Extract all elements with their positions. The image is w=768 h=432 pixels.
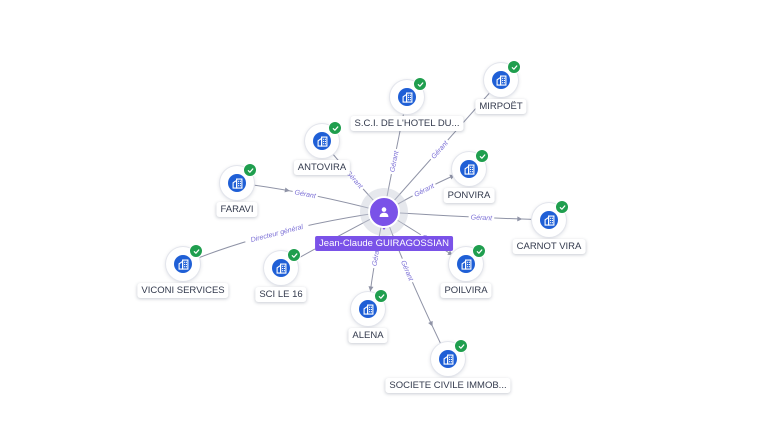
verified-badge (243, 163, 257, 177)
company-icon-bg (540, 211, 558, 229)
building-icon (363, 304, 373, 315)
edge-label-bg (427, 137, 451, 162)
company-label[interactable]: POILVIRA (440, 283, 492, 298)
edge-line-carnot-vira (383, 211, 550, 221)
company-icon-bg (359, 300, 377, 318)
edge-label-group-sci-hotel: Gérant (387, 148, 401, 175)
building-icon (461, 259, 471, 270)
edge-arrow-alena (368, 286, 374, 292)
check-icon (247, 167, 253, 173)
edge-label-group-carnot-vira: Gérant (468, 212, 495, 222)
verified-badge (475, 149, 489, 163)
edge-label: Gérant (389, 149, 400, 172)
building-icon (496, 75, 506, 86)
company-icon-bg (439, 350, 457, 368)
edge-label-bg (387, 148, 401, 175)
company-circle[interactable] (264, 248, 301, 285)
building-icon (402, 92, 412, 103)
edge-label-group-ponvira: Gérant (410, 180, 438, 200)
building-icon (232, 178, 242, 189)
company-label[interactable]: FARAVI (216, 202, 258, 217)
company-circle[interactable] (390, 77, 427, 114)
verified-badge (472, 244, 486, 258)
edge-label-bg (410, 180, 438, 200)
building-icon (544, 215, 554, 226)
edge-arrow-societe-civile (428, 320, 433, 327)
edge-label-group-faravi: Gérant (291, 187, 319, 201)
company-circle[interactable] (166, 244, 203, 281)
check-icon (479, 153, 485, 159)
edge-line-societe-civile (383, 211, 449, 360)
company-circle[interactable] (452, 149, 489, 186)
check-icon (559, 204, 565, 210)
edge-label-group-societe-civile: Gérant (398, 257, 417, 284)
check-icon (458, 343, 464, 349)
building-icon (464, 164, 474, 175)
company-circle[interactable] (532, 200, 569, 237)
company-label[interactable]: CARNOT VIRA (512, 239, 586, 254)
company-label[interactable]: PONVIRA (443, 188, 495, 203)
check-icon (476, 248, 482, 254)
edge-label-group-viconi: Directeur général (244, 220, 310, 246)
company-circle[interactable] (431, 339, 468, 376)
verified-badge (189, 244, 203, 258)
company-icon-bg (460, 160, 478, 178)
edge-label-bg (291, 187, 319, 201)
verified-badge (555, 200, 569, 214)
edge-arrow-faravi (284, 187, 290, 193)
check-icon (378, 293, 384, 299)
verified-badge (287, 248, 301, 262)
company-icon-bg (174, 255, 192, 273)
verified-badge (413, 77, 427, 91)
person-icon (379, 207, 389, 217)
verified-badge (328, 121, 342, 135)
edge-label-bg (468, 212, 495, 222)
company-circle[interactable] (351, 289, 388, 326)
edge-label-bg (398, 257, 417, 284)
edge-label-bg (244, 220, 310, 246)
company-label[interactable]: ANTOVIRA (293, 160, 351, 175)
check-icon (193, 248, 199, 254)
edge-arrow-carnot-vira (517, 216, 523, 222)
company-icon-bg (492, 71, 510, 89)
check-icon (511, 64, 517, 70)
company-label[interactable]: VICONI SERVICES (137, 283, 229, 298)
company-circle[interactable] (305, 121, 342, 158)
edge-label-group-mirpoet: Gérant (427, 137, 451, 162)
company-circle[interactable] (220, 163, 257, 200)
building-icon (317, 136, 327, 147)
person-name-label[interactable]: Jean-Claude GUIRAGOSSIAN (315, 236, 453, 251)
verified-badge (507, 60, 521, 74)
company-icon-bg (313, 132, 331, 150)
company-circle[interactable] (449, 244, 486, 281)
edge-label: Gérant (413, 182, 436, 198)
verified-badge (374, 289, 388, 303)
edge-label: Gérant (471, 214, 494, 222)
company-label[interactable]: MIRPOËT (475, 99, 527, 114)
company-label[interactable]: SOCIETE CIVILE IMMOB... (385, 378, 511, 393)
building-icon (276, 263, 286, 274)
check-icon (332, 125, 338, 131)
company-icon-bg (398, 88, 416, 106)
edge-label: Gérant (372, 243, 383, 266)
company-label[interactable]: SCI LE 16 (255, 287, 307, 302)
company-circle[interactable] (484, 60, 521, 97)
company-icon-bg (457, 255, 475, 273)
company-label[interactable]: ALENA (348, 328, 388, 343)
building-icon (443, 354, 453, 365)
verified-badge (454, 339, 468, 353)
company-icon-bg (228, 174, 246, 192)
person-pin[interactable] (368, 196, 400, 228)
check-icon (291, 252, 297, 258)
check-icon (417, 81, 423, 87)
edge-label: Gérant (294, 189, 317, 200)
building-icon (178, 259, 188, 270)
company-label[interactable]: S.C.I. DE L'HOTEL DU... (350, 116, 464, 131)
company-icon-bg (272, 259, 290, 277)
